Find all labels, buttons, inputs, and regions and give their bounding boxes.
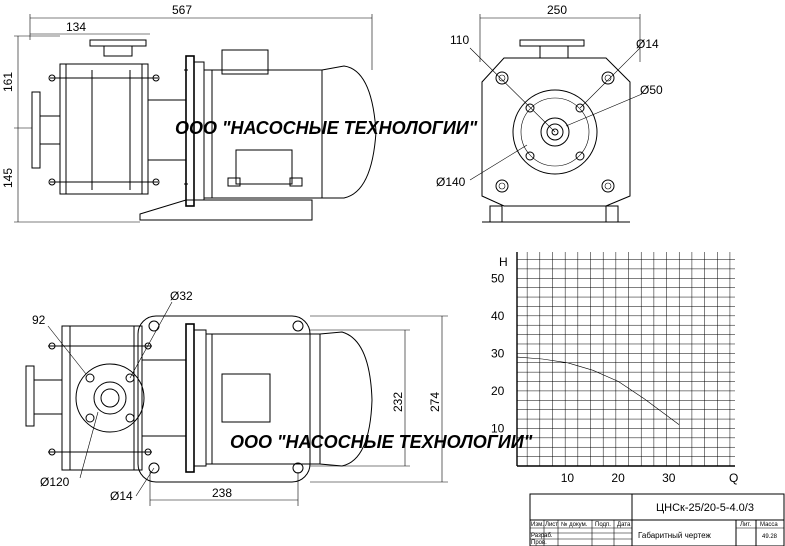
dim-base-width: 274	[428, 392, 442, 412]
dim-end-width: 250	[547, 3, 567, 17]
chart-y-tick-0: 10	[491, 421, 505, 435]
hq-chart: 10 20 30 40 50 10 20 30 H Q	[491, 252, 738, 485]
chart-x-tick-2: 30	[662, 471, 676, 485]
tb-col-date: Дата	[617, 522, 631, 528]
tb-col-doc: № докум.	[561, 521, 588, 528]
chart-y-tick-4: 50	[491, 271, 505, 285]
tb-mass-value: 49.28	[762, 534, 778, 540]
title-block: ЦНСк-25/20-5-4.0/3 Габаритный чертеж Изм…	[529, 493, 785, 546]
watermark-top: ООО "НАСОСНЫЕ ТЕХНОЛОГИИ"	[175, 118, 478, 138]
chart-y-tick-2: 30	[491, 346, 505, 360]
chart-y-tick-3: 40	[491, 309, 505, 323]
end-view: 250 110 Ø14 Ø50 Ø140	[436, 3, 663, 223]
tb-col-list: Лист	[545, 522, 558, 528]
dim-base-inner: 232	[391, 392, 405, 412]
watermark-bottom: ООО "НАСОСНЫЕ ТЕХНОЛОГИИ"	[230, 432, 533, 452]
tb-mass-label: Масса	[760, 522, 778, 528]
dim-hole-d32: Ø32	[170, 289, 193, 303]
dim-flange-height: 134	[66, 20, 86, 34]
tb-col-sign: Подп.	[595, 522, 611, 528]
chart-y-tick-1: 20	[491, 384, 505, 398]
tb-role-developer: Разраб.	[531, 533, 553, 539]
dim-circle-d120: Ø120	[40, 475, 70, 489]
chart-x-tick-1: 20	[611, 471, 625, 485]
dim-bolt-center: 110	[450, 33, 469, 47]
tb-role-checker: Пров.	[531, 540, 547, 546]
dim-circle-d140: Ø140	[436, 175, 466, 189]
chart-x-tick-0: 10	[561, 471, 575, 485]
plan-view: 232 274 238 Ø32 92 Ø120 Ø14	[25, 289, 448, 506]
dim-lower-height: 145	[1, 168, 15, 188]
dim-shaft-d50: Ø50	[640, 83, 663, 97]
chart-ticks: 10 20 30 40 50 10 20 30	[491, 271, 676, 485]
chart-y-label: H	[499, 255, 508, 269]
tb-designation: ЦНСк-25/20-5-4.0/3	[656, 502, 754, 514]
dim-overall-length: 567	[172, 3, 192, 17]
dim-hole-d14-plan: Ø14	[110, 489, 133, 503]
dim-hole-d14-end: Ø14	[636, 37, 659, 51]
tb-lit-label: Лит.	[740, 522, 751, 528]
dim-bolt-92: 92	[32, 313, 46, 327]
chart-grid	[516, 252, 735, 467]
tb-col-izm: Изм.	[531, 522, 544, 528]
chart-series-line	[516, 356, 680, 425]
dim-base-length: 238	[212, 486, 232, 500]
chart-x-label: Q	[729, 471, 738, 485]
side-view: 567 134 161 145	[1, 3, 377, 223]
tb-doc-name: Габаритный чертеж	[638, 531, 711, 540]
dim-upper-height: 161	[1, 72, 15, 92]
